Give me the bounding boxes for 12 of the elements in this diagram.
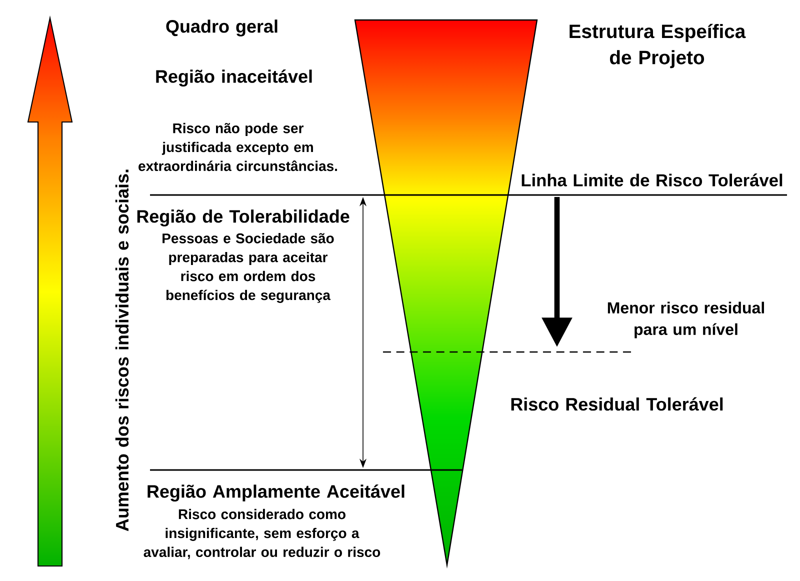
description-text: Risco não pode ser justificada excepto em extraordinária circunstâncias.: [138, 122, 338, 172]
axis-label: Aumento dos riscos individuais e sociais.: [115, 170, 129, 532]
heading: Estrutura Espeífica de Projeto: [570, 24, 746, 68]
description-text: Risco considerado como insignificante, sem esforço a avaliar, controlar ou reduzir o risco: [144, 508, 380, 560]
region-title: Região de Tolerabilidade: [137, 210, 350, 226]
region-title: Região inaceitável: [156, 70, 312, 86]
line-label: Linha Limite de Risco Tolerável: [522, 174, 782, 186]
region-title: Risco Residual Tolerável: [511, 397, 723, 411]
description-text: Pessoas e Sociedade são preparadas para aceitar risco em ordem dos benefícios de segurança: [162, 233, 334, 303]
region-title: Região Amplamente Aceitável: [148, 484, 404, 502]
heading: Quadro geral: [166, 20, 278, 36]
arrow-label: Menor risco residual para um nível: [608, 302, 764, 338]
